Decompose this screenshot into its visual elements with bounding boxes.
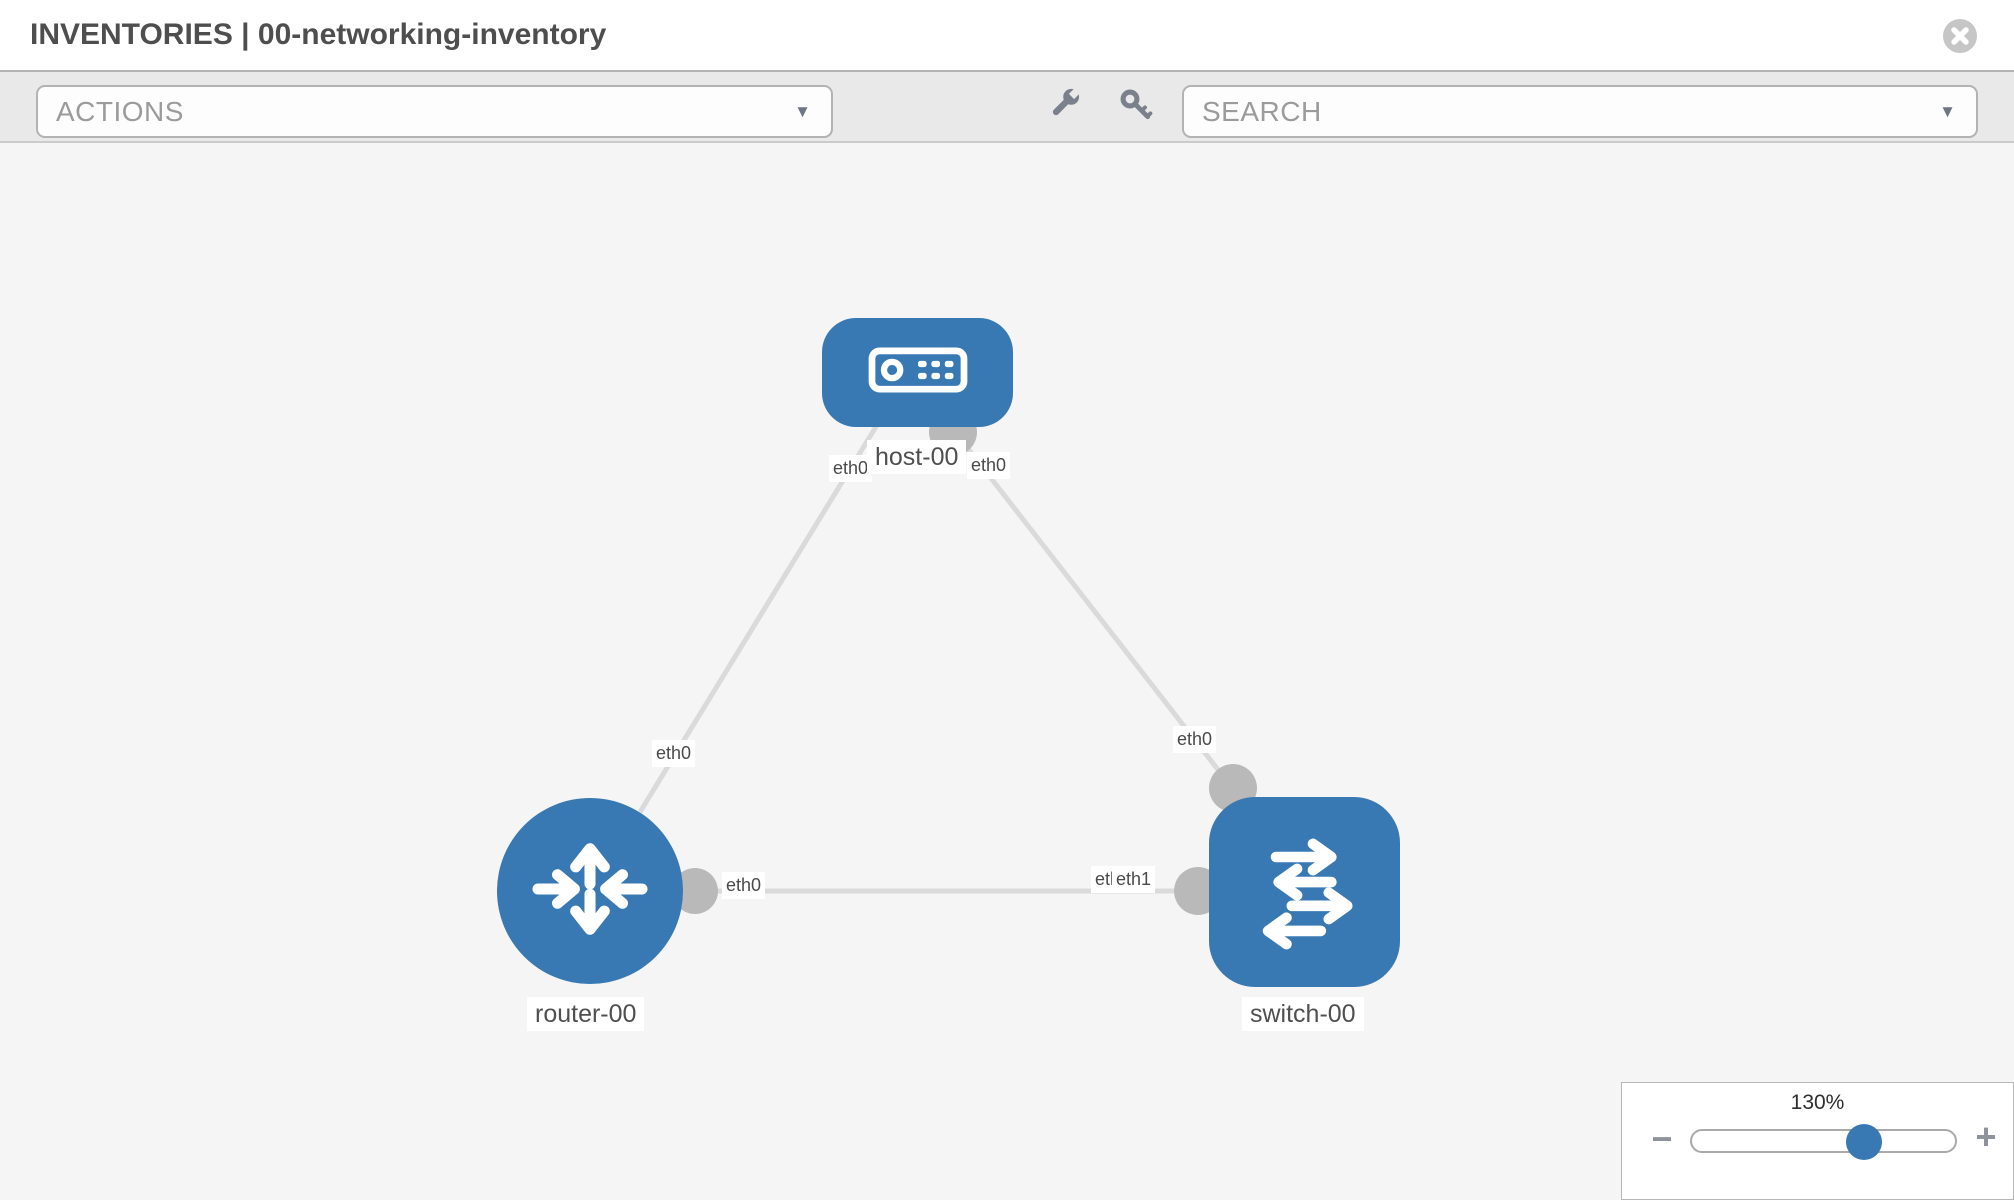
actions-dropdown-label: ACTIONS bbox=[56, 96, 184, 127]
plus-icon: + bbox=[1975, 1116, 1997, 1157]
zoom-panel: 130% − + bbox=[1621, 1082, 2014, 1200]
interface-label: eth0 bbox=[967, 452, 1011, 479]
header: INVENTORIES | 00-networking-inventory bbox=[0, 0, 2014, 70]
close-button[interactable] bbox=[1943, 19, 1977, 53]
search-placeholder: SEARCH bbox=[1202, 96, 1322, 127]
interface-label: eth0 bbox=[652, 740, 696, 767]
chevron-down-icon: ▼ bbox=[794, 102, 811, 121]
chevron-down-icon: ▼ bbox=[1939, 102, 1956, 121]
zoom-in-button[interactable]: + bbox=[1966, 1119, 2006, 1155]
node-label-host: host-00 bbox=[867, 440, 967, 474]
key-icon bbox=[1118, 89, 1154, 126]
node-label-switch: switch-00 bbox=[1242, 997, 1364, 1031]
toolbar: ACTIONS ▼ bbox=[0, 70, 2014, 143]
actions-dropdown[interactable]: ACTIONS ▼ bbox=[36, 85, 833, 138]
interface-label: eth0 bbox=[722, 872, 766, 899]
interface-label: eth0 bbox=[1173, 726, 1217, 753]
close-icon bbox=[1943, 19, 1977, 56]
host-icon bbox=[868, 347, 968, 398]
zoom-out-button[interactable]: − bbox=[1642, 1121, 1682, 1157]
router-icon bbox=[525, 824, 655, 959]
minus-icon: − bbox=[1651, 1118, 1673, 1159]
zoom-slider-thumb[interactable] bbox=[1846, 1124, 1882, 1160]
interface-label: eth0 bbox=[829, 455, 873, 482]
zoom-slider[interactable] bbox=[1690, 1129, 1957, 1153]
search-dropdown[interactable]: SEARCH ▼ bbox=[1182, 85, 1978, 138]
tools-button[interactable] bbox=[1044, 83, 1086, 125]
node-switch-00[interactable] bbox=[1209, 797, 1400, 987]
wrench-icon bbox=[1046, 86, 1084, 125]
key-button[interactable] bbox=[1116, 86, 1156, 126]
interface-label: eth1 bbox=[1112, 866, 1156, 893]
zoom-level-label: 130% bbox=[1790, 1091, 1845, 1114]
node-label-router: router-00 bbox=[527, 997, 645, 1031]
node-router-00[interactable] bbox=[497, 798, 683, 984]
node-host-00[interactable] bbox=[822, 318, 1013, 427]
switch-icon bbox=[1239, 824, 1371, 961]
interface-circle-router[interactable] bbox=[672, 868, 718, 914]
page-title: INVENTORIES | 00-networking-inventory bbox=[30, 18, 607, 51]
